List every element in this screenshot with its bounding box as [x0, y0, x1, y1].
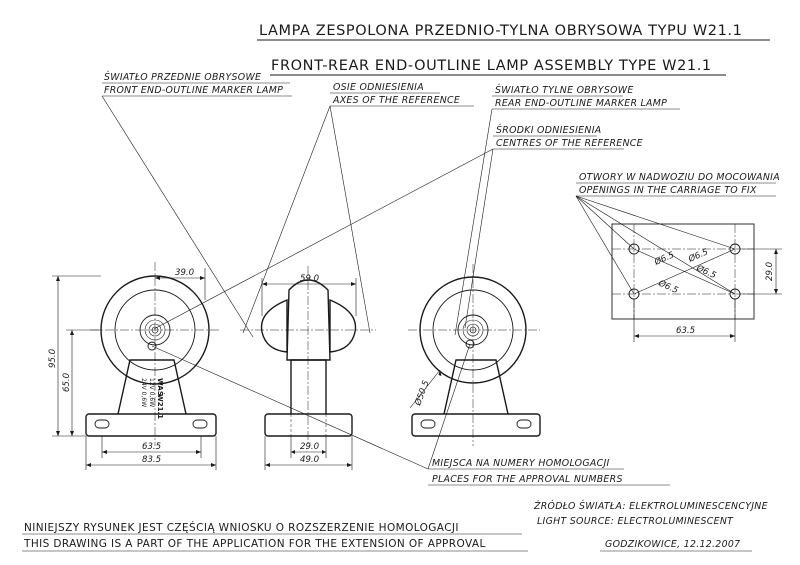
- dim-hole-pattern-height: 29.0: [765, 261, 775, 281]
- svg-text:ŚWIATŁO PRZEDNIE OBRYSOWE: ŚWIATŁO PRZEDNIE OBRYSOWE: [104, 71, 261, 83]
- svg-text:OPENINGS IN THE CARRIAGE TO FI: OPENINGS IN THE CARRIAGE TO FIX: [579, 185, 757, 196]
- svg-text:WAŚ: WAŚ: [156, 378, 165, 396]
- svg-text:12V 0,6W: 12V 0,6W: [148, 378, 155, 407]
- svg-text:FRONT END-OUTLINE MARKER LAMP: FRONT END-OUTLINE MARKER LAMP: [104, 85, 283, 96]
- dim-front-height-center: 65.0: [62, 372, 72, 392]
- svg-text:PLACES FOR THE APPROVAL NUMBER: PLACES FOR THE APPROVAL NUMBERS: [432, 474, 623, 485]
- rear-view: [408, 264, 541, 446]
- label-centres-reference: ŚRODKI ODNIESIENIA CENTRES OF THE REFERE…: [153, 124, 643, 330]
- svg-text:24V 0,6W: 24V 0,6W: [140, 378, 147, 407]
- svg-text:CENTRES OF THE REFERENCE: CENTRES OF THE REFERENCE: [496, 138, 643, 149]
- svg-text:ŚWIATŁO TYLNE OBRYSOWE: ŚWIATŁO TYLNE OBRYSOWE: [495, 84, 634, 96]
- approval-stamp: WAŚ W21.1 12V 0,6W 24V 0,6W: [140, 378, 165, 419]
- dim-hole-diameter: Ø6.5: [652, 249, 676, 268]
- label-rear-lamp: ŚWIATŁO TYLNE OBRYSOWE REAR END-OUTLINE …: [454, 84, 680, 336]
- svg-text:OTWORY W NADWOZIU DO MOCOWANIA: OTWORY W NADWOZIU DO MOCOWANIA: [579, 172, 780, 183]
- dim-rear-diameter: Ø50.5: [412, 379, 432, 408]
- title-english: FRONT-REAR END-OUTLINE LAMP ASSEMBLY TYP…: [271, 58, 712, 74]
- dim-hole-diameter: Ø6.5: [694, 262, 718, 281]
- dim-front-width-top: 39.0: [175, 268, 195, 278]
- light-source-english: LIGHT SOURCE: ELECTROLUMINESCENT: [537, 516, 734, 527]
- svg-text:REAR END-OUTLINE MARKER LAMP: REAR END-OUTLINE MARKER LAMP: [495, 98, 667, 109]
- side-view: [240, 266, 376, 470]
- dim-side-base-outer: 49.0: [300, 455, 320, 465]
- title-polish: LAMPA ZESPOLONA PRZEDNIO-TYLNA OBRYSOWA …: [259, 23, 742, 39]
- svg-text:ŚRODKI ODNIESIENIA: ŚRODKI ODNIESIENIA: [496, 124, 602, 136]
- svg-text:OSIE ODNIESIENIA: OSIE ODNIESIENIA: [333, 82, 424, 93]
- dim-hole-pattern-width: 63.5: [676, 326, 695, 336]
- dim-front-base-inner: 63.5: [142, 442, 161, 452]
- front-view: [52, 262, 220, 470]
- svg-text:MIEJSCA NA NUMERY HOMOLOGACJI: MIEJSCA NA NUMERY HOMOLOGACJI: [432, 458, 610, 469]
- label-openings: OTWORY W NADWOZIU DO MOCOWANIA OPENINGS …: [575, 172, 780, 295]
- footer-note-polish: NINIEJSZY RYSUNEK JEST CZĘŚCIĄ WNIOSKU O…: [24, 521, 459, 534]
- light-source-polish: ŹRÓDŁO ŚWIATŁA: ELEKTROLUMINESCENCYJNE: [533, 500, 768, 512]
- dim-side-base-inner: 29.0: [300, 442, 320, 452]
- hole-pattern: [611, 223, 782, 342]
- label-front-lamp: ŚWIATŁO PRZEDNIE OBRYSOWE FRONT END-OUTL…: [101, 71, 292, 338]
- drawing-date: GODZIKOWICE, 12.12.2007: [605, 539, 740, 550]
- svg-text:AXES OF THE REFERENCE: AXES OF THE REFERENCE: [332, 95, 460, 106]
- svg-text:W21.1: W21.1: [156, 394, 164, 419]
- label-approval-places: MIEJSCA NA NUMERY HOMOLOGACJI PLACES FOR…: [151, 343, 670, 486]
- dim-side-width: 59.0: [300, 274, 320, 284]
- dim-front-base-outer: 83.5: [142, 455, 161, 465]
- dim-front-height-total: 95.0: [48, 348, 58, 368]
- mount-hole: [628, 243, 640, 255]
- label-axes-reference: OSIE ODNIESIENIA AXES OF THE REFERENCE: [242, 82, 474, 334]
- footer-note-english: THIS DRAWING IS A PART OF THE APPLICATIO…: [23, 538, 486, 550]
- dim-hole-diameter: Ø6.5: [656, 277, 680, 296]
